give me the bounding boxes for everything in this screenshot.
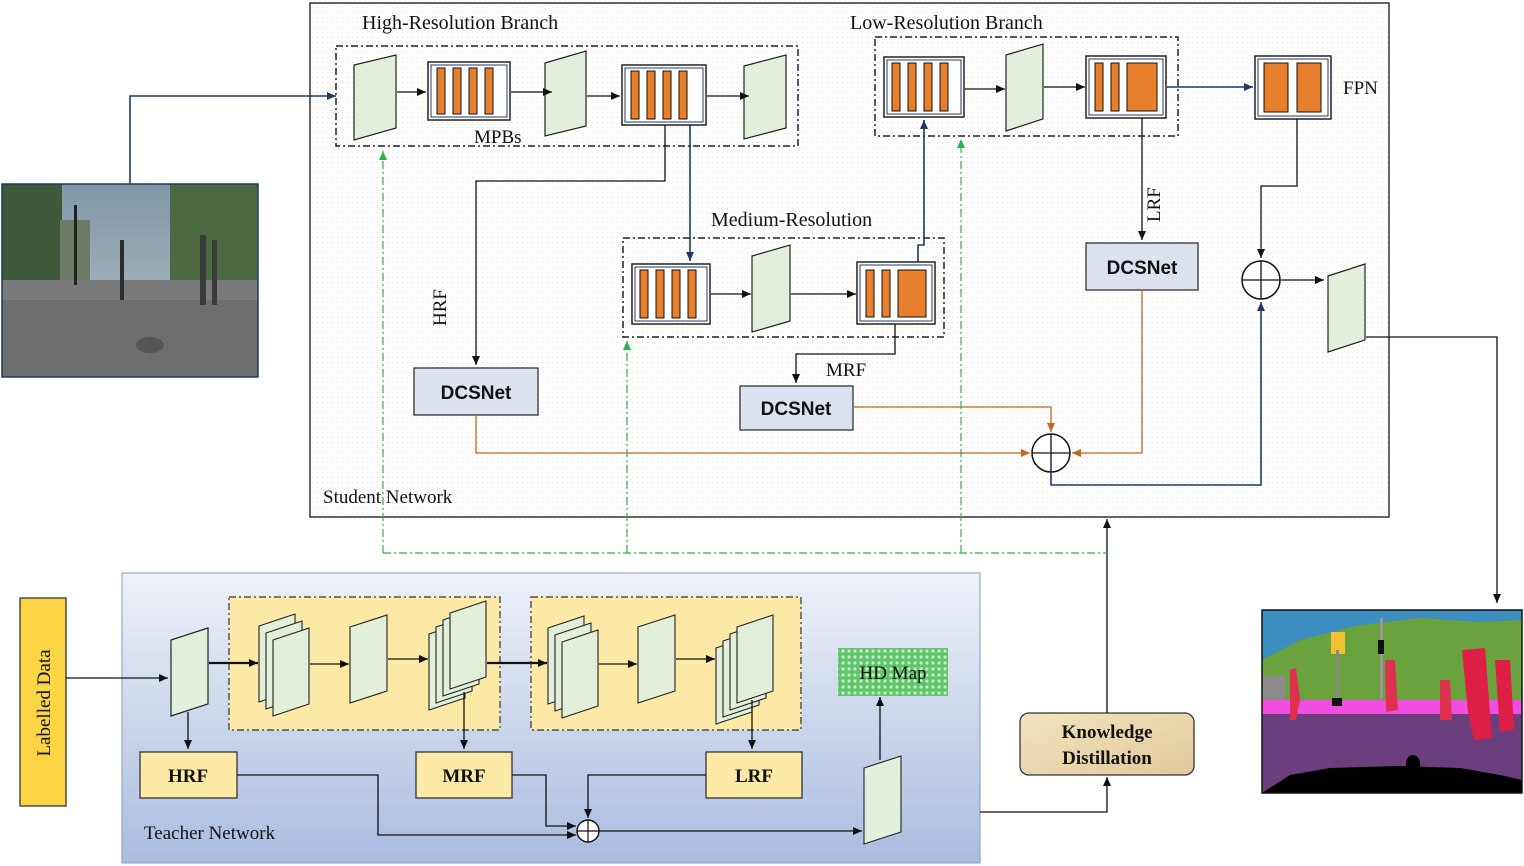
teacher-feature-map-lr-2: [637, 614, 676, 704]
mpb-block-mr-1: [631, 263, 711, 325]
feature-map-hr-1: [353, 54, 397, 141]
mrf-label: MRF: [826, 360, 866, 381]
teacher-feature-stack-hr-3: [428, 600, 487, 711]
teacher-feature-stack-lr-3: [715, 614, 774, 725]
mpb-block-hr-1: [427, 61, 511, 121]
labelled-data-label: Labelled Data: [34, 649, 55, 757]
fusion-sum-node-main: [1031, 433, 1071, 473]
input-street-image: [1, 183, 259, 378]
low-resolution-branch-region: [874, 36, 1179, 137]
teacher-fusion-sum-node: [576, 819, 600, 843]
fusion-sum-node-fpn: [1241, 260, 1281, 300]
dcsnet-medium-box: DCSNet: [739, 385, 854, 431]
mpbs-label: MPBs: [474, 127, 522, 148]
mpb-block-mr-2: [856, 261, 936, 325]
fpn-block: [1254, 55, 1332, 120]
fpn-label: FPN: [1343, 78, 1378, 99]
teacher-feature-stack-hr-1: [258, 613, 310, 717]
knowledge-distillation-line1: Knowledge: [1062, 722, 1153, 743]
dcsnet-low-label: DCSNet: [1107, 258, 1178, 279]
teacher-hrf-box: HRF: [139, 751, 238, 799]
distillation-feedback-lines: [379, 139, 1107, 554]
medium-resolution-branch-region: [622, 237, 945, 338]
hd-map-label: HD Map: [859, 663, 926, 684]
mpb-block-lr-1: [883, 56, 965, 118]
feature-map-lr-1: [1005, 43, 1044, 132]
labelled-data-box: [19, 597, 67, 807]
student-network-label: Student Network: [323, 487, 453, 508]
teacher-lrf-box: LRF: [705, 751, 803, 799]
high-resolution-branch-label: High-Resolution Branch: [362, 12, 558, 34]
output-segmentation-map: [1261, 609, 1523, 794]
teacher-hrf-label: HRF: [168, 766, 208, 787]
knowledge-distillation-box: Knowledge Distillation: [1019, 712, 1195, 776]
feature-map-hr-2: [544, 50, 587, 137]
medium-resolution-branch-label: Medium-Resolution: [711, 209, 872, 231]
teacher-feature-stack-lr-1: [547, 615, 599, 719]
teacher-network-label: Teacher Network: [144, 823, 276, 844]
lrf-label: LRF: [1144, 187, 1165, 222]
hd-map-box: HD Map: [838, 648, 948, 696]
dcsnet-medium-label: DCSNet: [761, 399, 832, 420]
teacher-lrf-label: LRF: [735, 766, 773, 787]
feature-map-output: [1327, 263, 1366, 353]
teacher-feature-map-input: [170, 627, 209, 717]
teacher-mrf-label: MRF: [442, 766, 485, 787]
hrf-label: HRF: [430, 289, 451, 326]
feature-map-hr-3: [743, 54, 787, 140]
dcsnet-high-label: DCSNet: [441, 383, 512, 404]
dcsnet-high-box: DCSNet: [413, 367, 539, 416]
dcsnet-low-box: DCSNet: [1085, 242, 1199, 291]
low-resolution-branch-label: Low-Resolution Branch: [850, 12, 1043, 34]
knowledge-distillation-line2: Distillation: [1062, 748, 1152, 769]
high-resolution-branch-region: [335, 45, 799, 147]
teacher-mrf-box: MRF: [415, 751, 513, 799]
teacher-feature-map-hr-2: [349, 614, 388, 704]
mpb-block-lr-2: [1085, 55, 1167, 119]
teacher-feature-map-output: [863, 755, 902, 845]
mpb-block-hr-2: [621, 64, 707, 126]
feature-map-mr-1: [751, 244, 791, 333]
